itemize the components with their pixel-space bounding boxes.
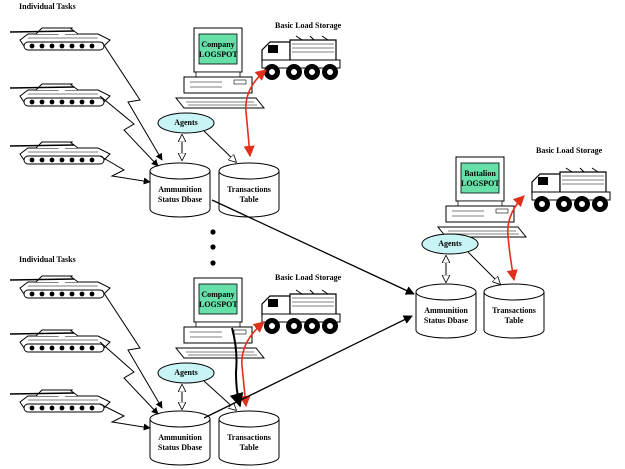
group-bottom-company xyxy=(9,275,341,466)
agents-label: Agents xyxy=(438,239,462,248)
tank-icon xyxy=(9,389,111,413)
tank-icon xyxy=(9,141,111,165)
agent-table-link xyxy=(467,251,500,284)
monitor-line-2: LOGSPOT xyxy=(199,300,238,309)
truck-icon xyxy=(531,167,611,213)
transactions-db-line-2: Table xyxy=(239,195,259,204)
tank-icon xyxy=(9,83,111,107)
status-db-line-2: Status Dbase xyxy=(157,195,203,204)
storage-data-link xyxy=(229,327,244,408)
ellipsis-dot xyxy=(210,229,216,235)
storage-link xyxy=(506,195,525,282)
transactions-db-line-1: Transactions xyxy=(227,433,271,442)
monitor-line-1: Battalion xyxy=(464,169,496,178)
status-db-line-2: Status Dbase xyxy=(157,443,203,452)
transactions-db-line-1: Transactions xyxy=(227,185,271,194)
tank-data-arrow xyxy=(99,95,159,167)
transactions-db-line-2: Table xyxy=(504,316,524,325)
truck-icon xyxy=(261,289,341,335)
ellipsis-dot xyxy=(210,244,216,250)
tank-data-arrow xyxy=(101,41,163,161)
tank-icon xyxy=(9,27,111,51)
transactions-db-line-2: Table xyxy=(239,443,259,452)
tank-data-arrow xyxy=(99,403,151,431)
status-db-line-1: Ammunition xyxy=(158,185,202,194)
status-db-line-1: Ammunition xyxy=(424,306,468,315)
agent-table-link xyxy=(203,380,236,410)
agents-bubble xyxy=(157,112,215,134)
monitor-line-1: Company xyxy=(201,40,235,49)
agent-table-link xyxy=(203,130,236,162)
monitor-line-1: Company xyxy=(201,290,235,299)
tank-data-arrow xyxy=(101,289,163,409)
agents-label: Agents xyxy=(174,368,198,377)
rollup-arrow xyxy=(203,315,413,419)
group-top-company xyxy=(9,27,341,218)
tank-data-arrow xyxy=(99,341,159,415)
tank-icon xyxy=(9,329,111,353)
ellipsis-dot xyxy=(210,260,216,266)
group-battalion xyxy=(415,156,611,339)
tank-icon xyxy=(9,275,111,299)
storage-label: Basic Load Storage xyxy=(275,273,342,282)
storage-link xyxy=(243,69,267,158)
monitor-line-2: LOGSPOT xyxy=(199,50,238,59)
truck-icon xyxy=(261,35,341,81)
agents-label: Agents xyxy=(174,118,198,127)
status-db-line-1: Ammunition xyxy=(158,433,202,442)
tasks-label: Individual Tasks xyxy=(19,2,76,11)
rollup-arrow xyxy=(211,199,415,295)
agents-bubble xyxy=(421,233,479,255)
tasks-label: Individual Tasks xyxy=(19,255,76,264)
storage-link xyxy=(239,321,265,408)
storage-label: Basic Load Storage xyxy=(536,146,603,155)
agents-bubble xyxy=(157,362,215,384)
monitor-line-2: LOGSPOT xyxy=(461,179,500,188)
status-db-line-2: Status Dbase xyxy=(423,316,469,325)
storage-label: Basic Load Storage xyxy=(275,21,342,30)
transactions-db-line-1: Transactions xyxy=(492,306,536,315)
tank-data-arrow xyxy=(99,155,151,185)
